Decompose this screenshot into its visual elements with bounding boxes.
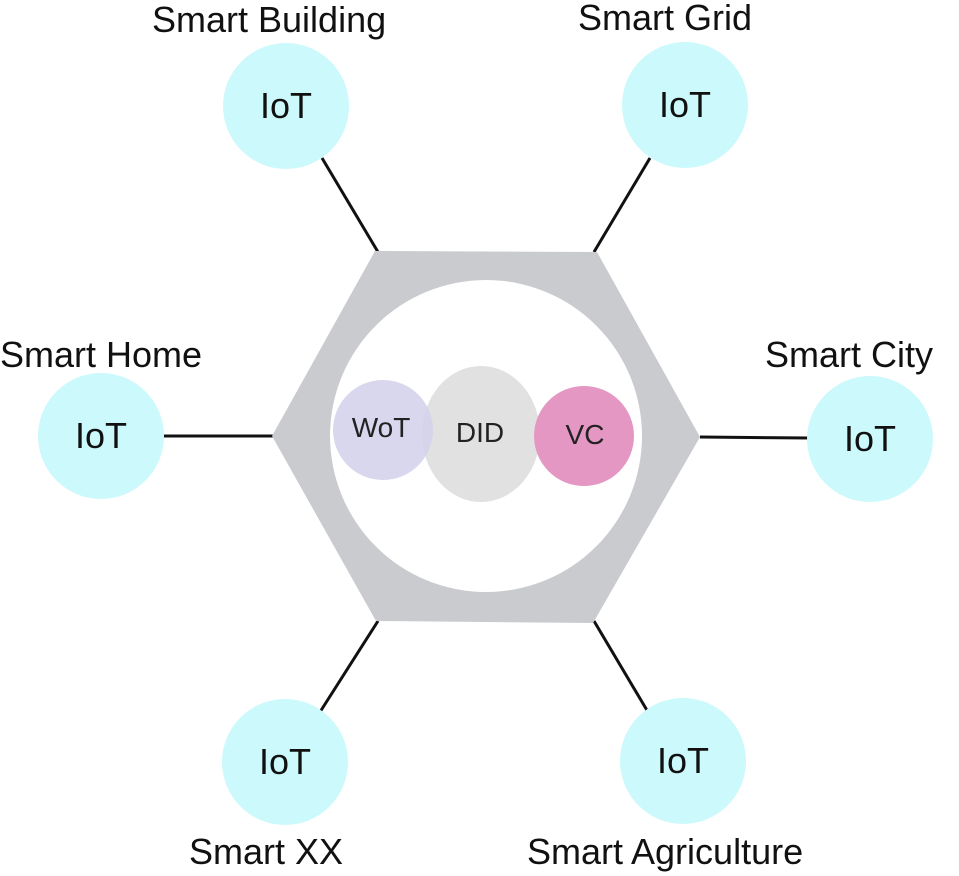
connector-city [699,435,810,440]
label-smart-grid: Smart Grid [578,0,753,38]
iot-node-smart-xx: IoT [222,699,348,825]
label-smart-agriculture: Smart Agriculture [527,831,804,872]
wot-circle [333,380,433,480]
iot-node-smart-agriculture: IoT [620,698,746,824]
label-smart-xx: Smart XX [189,831,344,872]
iot-node-smart-home: IoT [38,373,164,499]
iot-node-smart-city: IoT [807,376,933,502]
vc-label: VC [565,419,605,450]
connector-building [320,157,380,253]
connector-xx [318,620,380,713]
iot-node-smart-building: IoT [223,43,349,169]
connector-agriculture [592,620,650,713]
iot-node-smart-grid: IoT [622,42,748,168]
label-smart-building: Smart Building [152,0,387,40]
connector-grid [592,157,652,253]
did-circle [422,366,540,502]
label-smart-city: Smart City [765,334,934,375]
wot-label: WoT [351,412,411,443]
label-smart-home: Smart Home [0,334,203,375]
did-label: DID [455,417,505,448]
vc-circle [534,386,634,486]
